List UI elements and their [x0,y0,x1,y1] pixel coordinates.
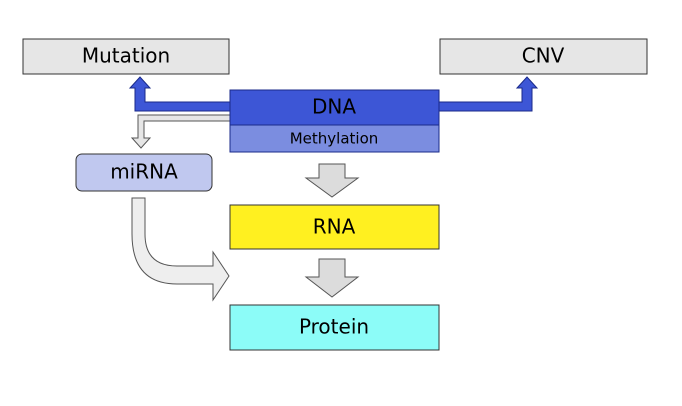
node-rna-label: RNA [313,215,356,239]
arrow-dna-to-cnv [438,76,539,112]
node-dna-label: DNA [312,95,356,119]
arrow-dna-to-mutation [128,76,231,112]
node-cnv-label: CNV [522,44,565,68]
node-protein-label: Protein [299,315,369,339]
node-mirna: miRNA [75,153,213,192]
arrow-mirna-to-protein [131,197,230,302]
node-mutation-label: Mutation [82,44,170,68]
node-mutation: Mutation [22,38,230,75]
node-mirna-label: miRNA [110,160,178,184]
node-dna: DNA [229,89,440,126]
node-methylation-label: Methylation [290,130,379,148]
arrow-dna-to-rna [304,163,360,198]
node-protein: Protein [229,304,440,351]
arrow-rna-to-protein [304,258,360,298]
node-rna: RNA [229,204,440,250]
node-cnv: CNV [439,38,648,75]
arrow-methylation-to-mirna [130,114,231,149]
node-methylation: Methylation [229,124,440,153]
